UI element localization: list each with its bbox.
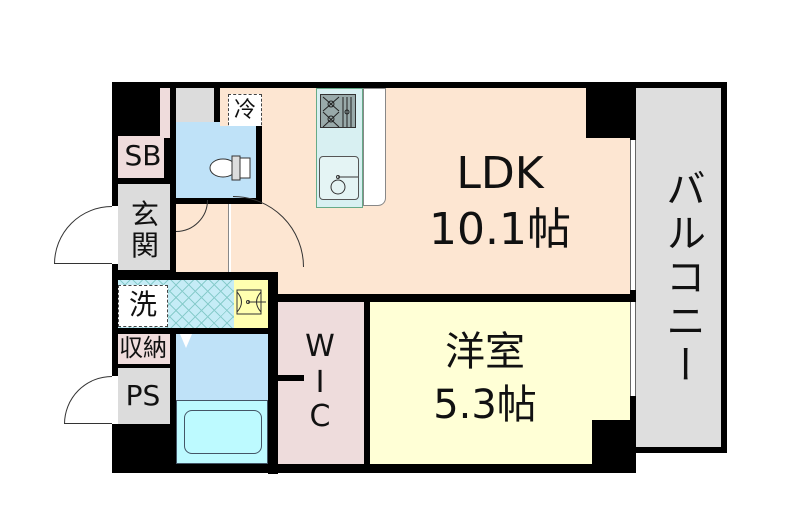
- shoebox-upper: [160, 88, 170, 138]
- washer-space: [118, 285, 168, 327]
- kitchen-sink-icon: [319, 156, 359, 200]
- entrance: [118, 184, 170, 270]
- counter-extension: [363, 88, 386, 206]
- ps-door-leaf: [64, 423, 112, 424]
- ldk-size: 10.1帖: [429, 204, 571, 255]
- storage-label: 収納: [119, 334, 167, 362]
- bathtub-inner: [184, 410, 262, 454]
- entrance-label: 玄関: [130, 198, 159, 262]
- wash-wall-right: [268, 274, 278, 474]
- shoebox-label: SB: [124, 139, 162, 172]
- wic-letter-i: I: [315, 365, 325, 400]
- fridge-space: [228, 94, 262, 130]
- western-column: [592, 420, 630, 464]
- storage: [118, 334, 170, 364]
- window-ldk: [630, 140, 636, 290]
- pipe-space-label: PS: [125, 379, 161, 412]
- ps-door-opening: [112, 376, 118, 424]
- entrance-door-leaf: [54, 263, 112, 264]
- storage-gray-box: [176, 88, 214, 122]
- stove-icon: [320, 94, 356, 128]
- wash-basin: [234, 280, 268, 328]
- shoebox: [118, 136, 164, 178]
- toilet-notch: [176, 122, 220, 132]
- ldk-label: LDK: [456, 148, 544, 199]
- wic-wall-top: [278, 294, 630, 302]
- balcony-label: バルコニー: [659, 168, 705, 388]
- toilet-icon: [208, 152, 252, 182]
- wic-room: [278, 302, 364, 464]
- wic-letter-c: C: [309, 399, 331, 434]
- wic-letter-w: W: [305, 329, 335, 364]
- fridge-label: 冷: [233, 98, 256, 123]
- western-size: 5.3帖: [433, 382, 537, 428]
- western-room: [370, 302, 630, 464]
- balcony: [636, 88, 721, 447]
- toilet-wall-right: [256, 126, 262, 204]
- bath-door-marker: [180, 334, 192, 348]
- hall-divider: [228, 204, 231, 274]
- washer-label: 洗: [128, 288, 157, 321]
- western-label: 洋室: [445, 329, 525, 375]
- wic-stub: [278, 375, 304, 381]
- entrance-door-opening: [112, 206, 118, 264]
- window-western: [630, 302, 636, 396]
- ldk-column: [586, 88, 630, 138]
- pipe-space: [118, 368, 170, 424]
- wash-wall-top: [112, 272, 278, 280]
